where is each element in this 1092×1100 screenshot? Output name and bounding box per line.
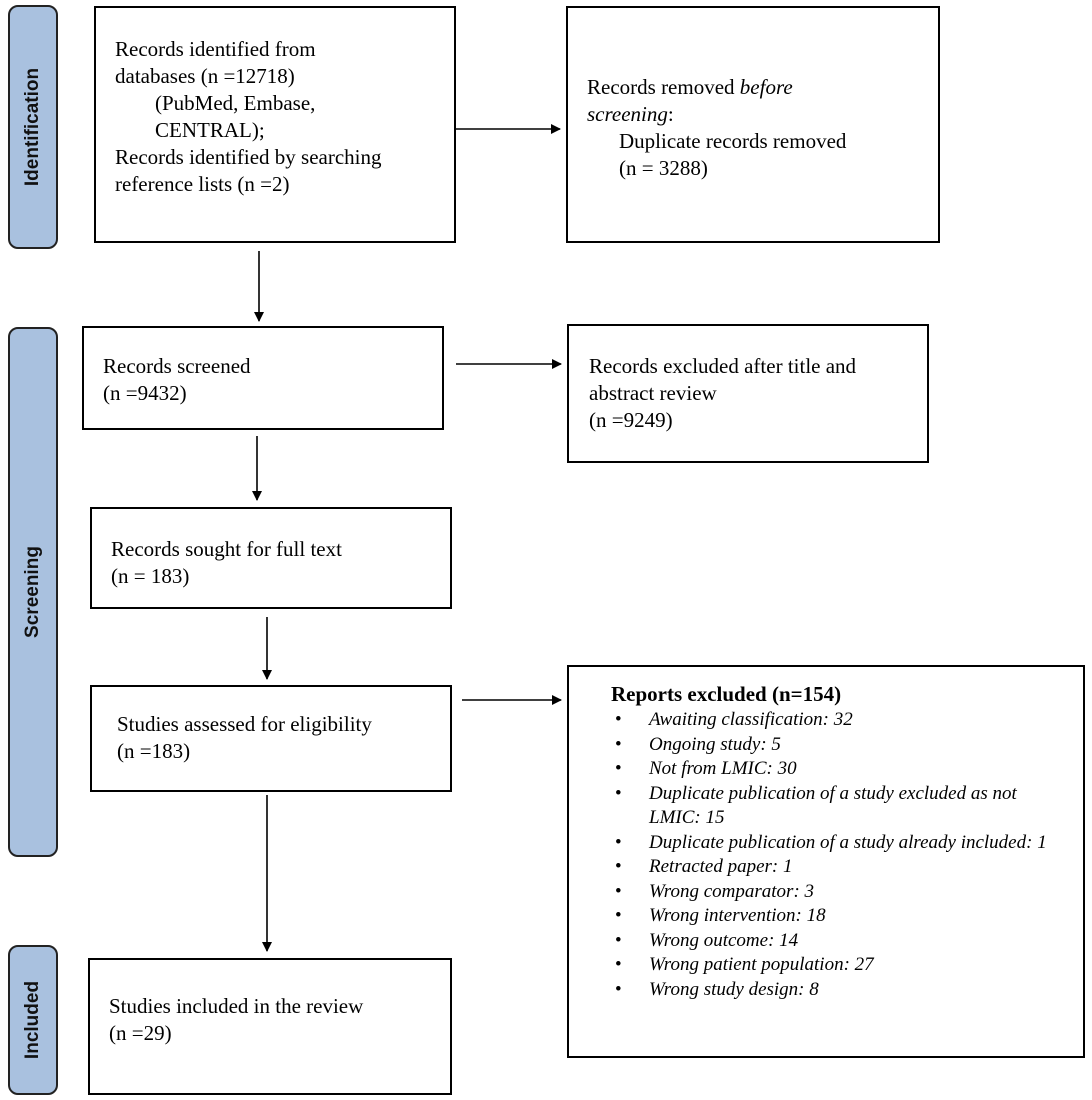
exclusion-reason: Duplicate publication of a study exclude… <box>611 782 1065 831</box>
records-sought-label: Records sought for full text <box>111 537 342 561</box>
reports-excluded-list: Awaiting classification: 32 Ongoing stud… <box>611 708 1065 1002</box>
exclusion-reason: Ongoing study: 5 <box>611 733 1065 758</box>
records-removed-box: Records removed before screening: Duplic… <box>566 6 940 243</box>
exclusion-reason: Awaiting classification: 32 <box>611 708 1065 733</box>
exclusion-reason: Retracted paper: 1 <box>611 855 1065 880</box>
records-identified-line: databases (n =12718) <box>115 64 295 88</box>
phase-identification: Identification <box>8 5 58 249</box>
records-excluded-label: abstract review <box>589 381 717 405</box>
studies-assessed-count: (n =183) <box>117 739 191 763</box>
records-excluded-count: (n =9249) <box>589 408 673 432</box>
studies-assessed-label: Studies assessed for eligibility <box>117 712 372 736</box>
records-identified-sources: (PubMed, Embase, <box>155 91 316 115</box>
records-identified-box: Records identified from databases (n =12… <box>94 6 456 243</box>
reports-excluded-box: Reports excluded (n=154) Awaiting classi… <box>567 665 1085 1058</box>
duplicates-removed-count: (n = 3288) <box>619 156 708 180</box>
records-sought-count: (n = 183) <box>111 564 190 588</box>
records-identified-sources: CENTRAL); <box>155 118 265 142</box>
records-excluded-label: Records excluded after title and <box>589 354 857 378</box>
records-screened-label: Records screened <box>103 354 251 378</box>
records-screened-box: Records screened (n =9432) <box>82 326 444 430</box>
records-screened-count: (n =9432) <box>103 381 187 405</box>
records-sought-box: Records sought for full text (n = 183) <box>90 507 452 609</box>
studies-assessed-box: Studies assessed for eligibility (n =183… <box>90 685 452 792</box>
records-identified-line: reference lists (n =2) <box>115 172 290 196</box>
exclusion-reason: Wrong study design: 8 <box>611 978 1065 1003</box>
studies-included-count: (n =29) <box>109 1021 172 1045</box>
records-removed-heading: Records removed before <box>587 75 793 99</box>
duplicates-removed-label: Duplicate records removed <box>619 129 847 153</box>
exclusion-reason: Wrong patient population: 27 <box>611 953 1065 978</box>
reports-excluded-title: Reports excluded (n=154) <box>611 682 842 706</box>
studies-included-label: Studies included in the review <box>109 994 364 1018</box>
exclusion-reason: Not from LMIC: 30 <box>611 757 1065 782</box>
phase-screening: Screening <box>8 327 58 857</box>
phase-included: Included <box>8 945 58 1095</box>
studies-included-box: Studies included in the review (n =29) <box>88 958 452 1095</box>
records-identified-line: Records identified by searching <box>115 145 382 169</box>
records-identified-line: Records identified from <box>115 37 316 61</box>
exclusion-reason: Wrong outcome: 14 <box>611 929 1065 954</box>
exclusion-reason: Wrong comparator: 3 <box>611 880 1065 905</box>
records-excluded-box: Records excluded after title and abstrac… <box>567 324 929 463</box>
exclusion-reason: Duplicate publication of a study already… <box>611 831 1065 856</box>
records-removed-heading: screening: <box>587 102 674 126</box>
exclusion-reason: Wrong intervention: 18 <box>611 904 1065 929</box>
